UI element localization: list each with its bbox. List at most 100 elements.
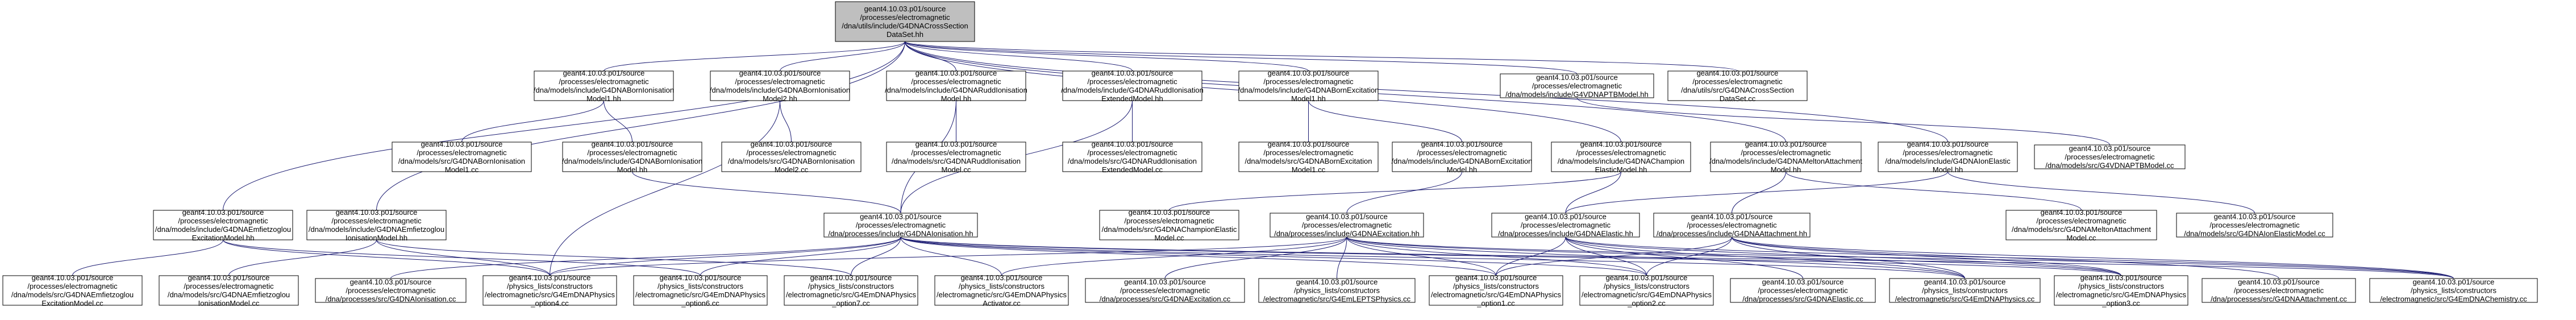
node-box — [1579, 275, 1714, 306]
node-label-line: /processes/electromagnetic — [1532, 82, 1622, 90]
node-label-line: /dna/models/src/G4DNAEmfietzoglou — [11, 290, 134, 299]
file-node[interactable]: geant4.10.03.p01/source/processes/electr… — [315, 278, 467, 304]
node-box — [2034, 144, 2186, 169]
file-node[interactable]: geant4.10.03.p01/source/processes/electr… — [1099, 208, 1239, 242]
file-node[interactable]: geant4.10.03.p01/source/physics_lists/co… — [1429, 273, 1563, 307]
node-label-line: Model1.hh — [586, 94, 621, 103]
dependency-edge — [72, 235, 226, 276]
file-node[interactable]: geant4.10.03.p01/source/processes/electr… — [885, 69, 1027, 103]
file-node[interactable]: geant4.10.03.p01/source/processes/electr… — [1270, 213, 1424, 238]
file-node[interactable]: geant4.10.03.p01/source/processes/electr… — [1653, 213, 1811, 238]
node-label-line: /processes/electromagnetic — [1692, 77, 1783, 86]
graph-nodes: geant4.10.03.p01/source/processes/electr… — [2, 1, 2538, 307]
file-node[interactable]: geant4.10.03.p01/source/processes/electr… — [1392, 140, 1533, 174]
node-label-line: /processes/electromagnetic — [735, 77, 825, 86]
file-node[interactable]: geant4.10.03.p01/source/physics_lists/co… — [1258, 278, 1416, 304]
node-label-line: /dna/models/src/G4DNABornIonisation — [728, 157, 855, 165]
node-label-line: geant4.10.03.p01/source — [1536, 73, 1618, 82]
node-box — [1085, 278, 1245, 303]
file-node[interactable]: geant4.10.03.p01/source/processes/electr… — [1667, 69, 1808, 103]
file-node[interactable]: geant4.10.03.p01/source/processes/electr… — [1709, 140, 1862, 174]
node-label-line: geant4.10.03.p01/source — [1691, 213, 1773, 221]
node-label-line: /dna/models/src/G4DNABornIonisation — [398, 157, 525, 165]
dependency-edge — [898, 232, 1647, 276]
file-node[interactable]: geant4.10.03.p01/source/processes/electr… — [823, 213, 978, 238]
file-node[interactable]: geant4.10.03.p01/source/processes/electr… — [534, 69, 674, 103]
file-node[interactable]: geant4.10.03.p01/source/processes/electr… — [1238, 69, 1379, 103]
file-node[interactable]: geant4.10.03.p01/source/processes/electr… — [2005, 208, 2157, 242]
node-label-line: geant4.10.03.p01/source — [336, 208, 418, 217]
node-label-line: geant4.10.03.p01/source — [2069, 144, 2151, 153]
file-node[interactable]: geant4.10.03.p01/source/processes/electr… — [2034, 144, 2186, 170]
node-box — [633, 275, 768, 306]
graph-edges — [72, 36, 2454, 279]
file-node[interactable]: geant4.10.03.p01/source/processes/electr… — [2176, 213, 2333, 238]
node-box — [721, 142, 862, 172]
file-node[interactable]: geant4.10.03.p01/source/processes/electr… — [1238, 140, 1379, 174]
node-label-line: /processes/electromagnetic — [2036, 217, 2126, 225]
node-label-line: /dna/utils/src/G4DNACrossSection — [1681, 86, 1794, 94]
file-node[interactable]: geant4.10.03.p01/source/processes/electr… — [1085, 278, 1245, 304]
node-label-line: geant4.10.03.p01/source — [2080, 273, 2162, 282]
node-label-line: geant4.10.03.p01/source — [810, 273, 892, 282]
node-label-line: geant4.10.03.p01/source — [1745, 140, 1827, 148]
file-node[interactable]: geant4.10.03.p01/source/processes/electr… — [886, 140, 1026, 174]
file-node[interactable]: geant4.10.03.p01/source/processes/electr… — [710, 69, 850, 103]
node-label-line: geant4.10.03.p01/source — [1455, 273, 1537, 282]
node-label-line: /physics_lists/constructors — [507, 282, 593, 290]
file-node[interactable]: geant4.10.03.p01/source/processes/electr… — [159, 273, 299, 307]
file-node[interactable]: geant4.10.03.p01/source/processes/electr… — [721, 140, 862, 174]
node-label-line: /physics_lists/constructors — [1453, 282, 1539, 290]
node-label-line: /processes/electromagnetic — [856, 221, 946, 230]
file-node[interactable]: geant4.10.03.p01/source/processes/electr… — [1061, 69, 1204, 103]
dependency-edge — [1496, 232, 1734, 276]
file-node[interactable]: geant4.10.03.p01/source/physics_lists/co… — [2054, 273, 2188, 307]
file-node[interactable]: geant4.10.03.p01/source/physics_lists/co… — [1579, 273, 1714, 307]
node-box — [306, 210, 447, 240]
file-node[interactable]: geant4.10.03.p01/source/physics_lists/co… — [784, 273, 918, 307]
file-node[interactable]: geant4.10.03.p01/source/physics_lists/co… — [2369, 278, 2538, 304]
file-node[interactable]: geant4.10.03.p01/source/processes/electr… — [1062, 140, 1202, 174]
file-node[interactable]: geant4.10.03.p01/source/processes/electr… — [2, 273, 143, 307]
file-node[interactable]: geant4.10.03.p01/source/processes/electr… — [392, 140, 532, 174]
node-label-line: /electromagnetic/src/G4EmDNAPhysics — [2056, 290, 2187, 299]
dependency-edge — [220, 235, 550, 276]
dependency-edge — [1563, 232, 1965, 279]
file-node[interactable]: geant4.10.03.p01/source/physics_lists/co… — [633, 273, 768, 307]
file-node[interactable]: geant4.10.03.p01/source/physics_lists/co… — [934, 273, 1069, 307]
file-node[interactable]: geant4.10.03.p01/source/processes/electr… — [1551, 140, 1691, 174]
file-node[interactable]: geant4.10.03.p01/source/physics_lists/co… — [1889, 278, 2041, 304]
dependency-edge — [461, 95, 606, 143]
file-node[interactable]: geant4.10.03.p01/source/processes/electr… — [562, 140, 702, 174]
dependency-edge — [898, 232, 1496, 276]
node-label-line: geant4.10.03.p01/source — [751, 140, 833, 148]
node-label-line: _option1.cc — [1476, 299, 1515, 307]
file-node[interactable]: geant4.10.03.p01/source/processes/electr… — [1500, 73, 1654, 99]
node-box — [1238, 70, 1379, 101]
node-label-line: /dna/models/include/G4DNARuddIonisation — [885, 86, 1027, 94]
file-node[interactable]: geant4.10.03.p01/source/processes/electr… — [153, 208, 293, 242]
node-label-line: geant4.10.03.p01/source — [915, 69, 997, 77]
file-node[interactable]: geant4.10.03.p01/source/processes/electr… — [1491, 213, 1640, 238]
dependency-edge — [1344, 232, 1496, 276]
file-node[interactable]: geant4.10.03.p01/source/processes/electr… — [306, 208, 447, 242]
node-label-line: ExtendedModel.hh — [1101, 94, 1163, 103]
node-label-line: /physics_lists/constructors — [959, 282, 1044, 290]
dependency-edge — [550, 232, 1350, 276]
file-node[interactable]: geant4.10.03.p01/source/physics_lists/co… — [482, 273, 617, 307]
dependency-edge — [1344, 232, 1965, 279]
node-label-line: /processes/electromagnetic — [331, 217, 422, 225]
node-label-line: DataSet.cc — [1720, 94, 1756, 103]
node-label-line: /dna/processes/src/G4DNAExcitation.cc — [1100, 295, 1231, 304]
file-node[interactable]: geant4.10.03.p01/source/processes/electr… — [2202, 278, 2356, 304]
node-label-line: geant4.10.03.p01/source — [1092, 69, 1173, 77]
file-node[interactable]: geant4.10.03.p01/source/processes/electr… — [1730, 278, 1876, 304]
node-label-line: /dna/models/include/G4DNAIonElastic — [1885, 157, 2011, 165]
node-label-line: Model2.hh — [763, 94, 797, 103]
dependency-edge — [223, 36, 908, 211]
node-box — [1878, 142, 2018, 172]
node-label-line: /electromagnetic/src/G4EmDNAPhysics — [1582, 290, 1712, 299]
file-node[interactable]: geant4.10.03.p01/source/processes/electr… — [1878, 140, 2018, 174]
node-label-line: Model1.cc — [445, 165, 479, 174]
node-label-line: /dna/processes/include/G4DNAElastic.hh — [1498, 230, 1633, 238]
